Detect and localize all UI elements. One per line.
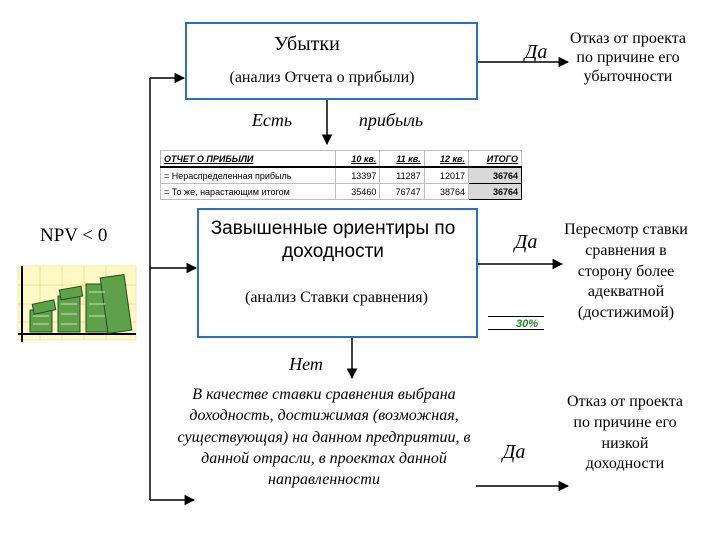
overstated-returns-box: Завышенные ориентиры по доходности (анал… bbox=[197, 208, 478, 338]
table-cell: 11287 bbox=[379, 166, 425, 184]
label-est: Есть bbox=[251, 110, 293, 130]
table-header-cell: 11 кв. bbox=[379, 150, 425, 168]
table-row: = Нераспределенная прибыль 13397 11287 1… bbox=[160, 166, 523, 184]
label-net: Нет bbox=[289, 354, 323, 374]
npv-label: NPV < 0 bbox=[40, 225, 108, 246]
table-cell: 38764 bbox=[423, 183, 469, 200]
money-chart-clipart bbox=[17, 265, 137, 342]
table-cell: = То же, нарастающим итогом bbox=[160, 183, 336, 200]
losses-subtitle: (анализ Отчета о прибыли) bbox=[229, 69, 415, 86]
table-total-cell: 36764 bbox=[467, 166, 523, 184]
yes-label-2: Да bbox=[514, 231, 538, 253]
outcome-unprofitable: Отказ от проекта по причине его убыточно… bbox=[570, 30, 686, 85]
table-header-cell: 10 кв. bbox=[334, 150, 381, 168]
overstated-returns-subtitle: (анализ Ставки сравнения) bbox=[245, 289, 428, 306]
losses-box: Убытки (анализ Отчета о прибыли) bbox=[185, 22, 478, 100]
table-header-row: ОТЧЕТ О ПРИБЫЛИ 10 кв. 11 кв. 12 кв. ИТО… bbox=[160, 150, 523, 168]
yes-label-1: Да bbox=[524, 41, 548, 63]
table-cell: 76747 bbox=[379, 183, 425, 200]
table-header-cell: ИТОГО bbox=[467, 150, 523, 168]
table-total-cell: 36764 bbox=[467, 183, 523, 200]
table-cell: = Нераспределенная прибыль bbox=[160, 166, 336, 184]
label-pribyl: прибыль bbox=[358, 110, 424, 130]
comparison-rate-text: В качестве ставки сравнения выбрана дохо… bbox=[177, 386, 471, 489]
losses-title: Убытки bbox=[274, 33, 340, 55]
outcome-low-return: Отказ от проекта по причине его низкой д… bbox=[567, 393, 683, 473]
overstated-returns-title: Завышенные ориентиры по доходности bbox=[210, 218, 456, 262]
table-cell: 13397 bbox=[334, 166, 381, 184]
yes-label-3: Да bbox=[502, 441, 526, 463]
profit-report-table: ОТЧЕТ О ПРИБЫЛИ 10 кв. 11 кв. 12 кв. ИТО… bbox=[160, 150, 523, 200]
rate-percent-cell: 30% bbox=[488, 316, 544, 330]
table-cell: 12017 bbox=[423, 166, 469, 184]
table-header-cell: ОТЧЕТ О ПРИБЫЛИ bbox=[160, 150, 336, 168]
table-header-cell: 12 кв. bbox=[423, 150, 469, 168]
table-cell: 35460 bbox=[334, 183, 381, 200]
outcome-revise-rate: Пересмотр ставки сравнения в сторону бол… bbox=[564, 221, 688, 322]
table-row: = То же, нарастающим итогом 35460 76747 … bbox=[160, 183, 523, 200]
